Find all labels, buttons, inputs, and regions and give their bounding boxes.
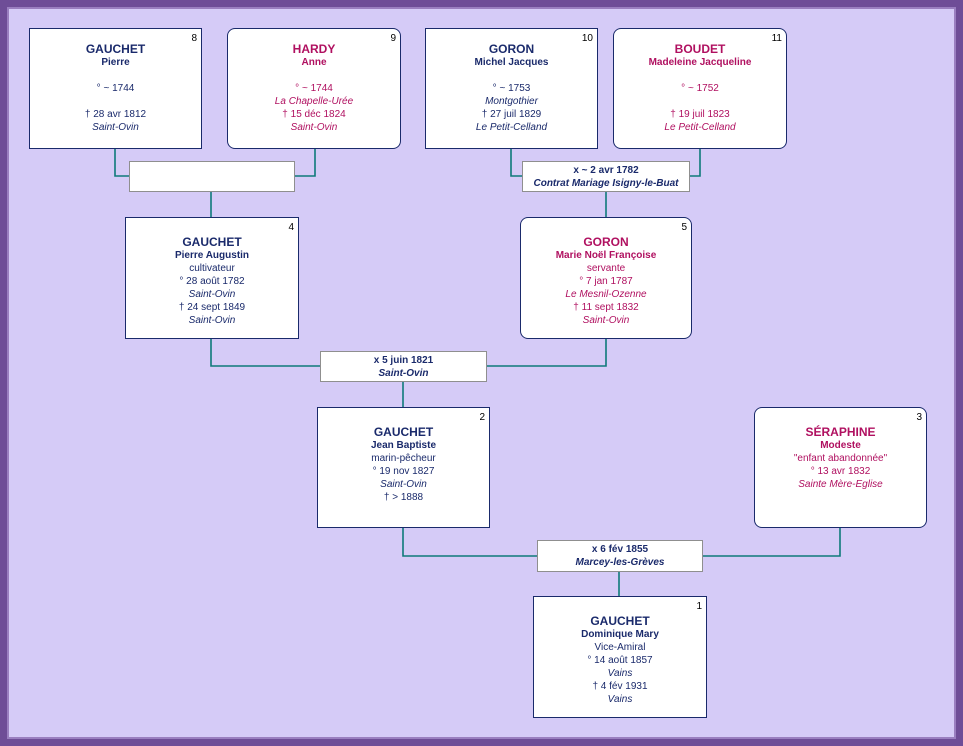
death-date: † 15 déc 1824 [282, 109, 346, 120]
person-card-5[interactable]: 5 GORON Marie Noël Françoise servante ° … [520, 217, 692, 339]
birth-place: Montgothier [485, 96, 538, 107]
sosa-number: 4 [288, 222, 294, 233]
marriage-place: Contrat Mariage Isigny-le-Buat [533, 178, 679, 189]
death-date: † > 1888 [383, 492, 424, 503]
given-name: Anne [301, 57, 327, 68]
occupation: servante [586, 263, 626, 274]
birth-date: ° ~ 1752 [681, 83, 719, 94]
marriage-place: Saint-Ovin [378, 368, 429, 379]
marriage-date: x ~ 2 avr 1782 [573, 165, 639, 176]
surname: GAUCHET [182, 235, 242, 249]
person-card-8[interactable]: 8 GAUCHET Pierre ° ~ 1744 † 28 avr 1812 … [29, 28, 202, 149]
birth-date: ° 13 avr 1832 [810, 466, 871, 477]
surname: HARDY [292, 42, 336, 56]
marriage-place: Marcey-les-Grèves [575, 557, 665, 568]
given-name: Madeleine Jacqueline [648, 57, 752, 68]
sosa-number: 5 [681, 222, 687, 233]
sosa-number: 9 [390, 33, 396, 44]
birth-place: Le Mesnil-Ozenne [565, 289, 647, 300]
person-card-10[interactable]: 10 GORON Michel Jacques ° ~ 1753 Montgot… [425, 28, 598, 149]
given-name: Marie Noël Françoise [555, 250, 657, 261]
sosa-number: 10 [581, 33, 593, 44]
given-name: Dominique Mary [581, 629, 659, 640]
sosa-number: 2 [479, 412, 485, 423]
surname: GAUCHET [373, 425, 434, 439]
given-name: Modeste [820, 440, 861, 451]
given-name: Michel Jacques [474, 57, 549, 68]
death-place: Saint-Ovin [290, 122, 338, 133]
marriage-date: x 6 fév 1855 [591, 544, 649, 555]
surname: SÉRAPHINE [805, 425, 876, 439]
marriage-box-2-3[interactable]: x 6 fév 1855 Marcey-les-Grèves [537, 540, 703, 572]
birth-date: ° ~ 1744 [96, 83, 135, 94]
death-date: † 27 juil 1829 [481, 109, 542, 120]
birth-place: Saint-Ovin [188, 289, 236, 300]
occupation: "enfant abandonnée" [793, 453, 888, 464]
birth-date: ° 28 août 1782 [179, 276, 245, 287]
sosa-number: 3 [916, 412, 922, 423]
surname: GORON [583, 235, 629, 249]
occupation: marin-pêcheur [371, 453, 436, 464]
given-name: Pierre Augustin [174, 250, 250, 261]
birth-date: ° 14 août 1857 [587, 655, 653, 666]
death-place: Le Petit-Celland [664, 122, 736, 133]
surname: GORON [488, 42, 535, 56]
birth-date: ° ~ 1753 [492, 83, 531, 94]
person-card-2[interactable]: 2 GAUCHET Jean Baptiste marin-pêcheur ° … [317, 407, 490, 528]
surname: GAUCHET [85, 42, 146, 56]
death-place: Saint-Ovin [92, 122, 139, 133]
birth-place: Sainte Mère-Eglise [798, 479, 883, 490]
occupation: Vice-Amiral [594, 642, 646, 653]
sosa-number: 1 [696, 601, 702, 612]
death-date: † 28 avr 1812 [84, 109, 147, 120]
birth-place: Vains [607, 668, 633, 679]
given-name: Pierre [101, 57, 130, 68]
given-name: Jean Baptiste [370, 440, 437, 451]
person-card-9[interactable]: 9 HARDY Anne ° ~ 1744 La Chapelle-Urée †… [227, 28, 401, 149]
marriage-box-8-9[interactable] [129, 161, 295, 192]
marriage-box-4-5[interactable]: x 5 juin 1821 Saint-Ovin [320, 351, 487, 382]
birth-date: ° 7 jan 1787 [579, 276, 633, 287]
surname: BOUDET [674, 42, 726, 56]
death-place: Saint-Ovin [582, 315, 630, 326]
marriage-box-10-11[interactable]: x ~ 2 avr 1782 Contrat Mariage Isigny-le… [522, 161, 690, 192]
sosa-number: 8 [191, 33, 197, 44]
occupation: cultivateur [189, 263, 235, 274]
person-card-11[interactable]: 11 BOUDET Madeleine Jacqueline ° ~ 1752 … [613, 28, 787, 149]
surname: GAUCHET [590, 614, 650, 628]
death-date: † 24 sept 1849 [178, 302, 246, 313]
death-date: † 19 juil 1823 [670, 109, 730, 120]
birth-place: Saint-Ovin [380, 479, 427, 490]
marriage-date: x 5 juin 1821 [373, 355, 434, 366]
person-card-3[interactable]: 3 SÉRAPHINE Modeste "enfant abandonnée" … [754, 407, 927, 528]
birth-date: ° 19 nov 1827 [372, 466, 435, 477]
sosa-number: 11 [771, 33, 782, 44]
person-card-4[interactable]: 4 GAUCHET Pierre Augustin cultivateur ° … [125, 217, 299, 339]
death-place: Le Petit-Celland [475, 122, 548, 133]
death-place: Vains [607, 694, 633, 705]
birth-place: La Chapelle-Urée [274, 96, 354, 107]
death-place: Saint-Ovin [188, 315, 236, 326]
person-card-1[interactable]: 1 GAUCHET Dominique Mary Vice-Amiral ° 1… [533, 596, 707, 718]
death-date: † 4 fév 1931 [592, 681, 648, 692]
death-date: † 11 sept 1832 [573, 302, 639, 313]
birth-date: ° ~ 1744 [295, 83, 333, 94]
